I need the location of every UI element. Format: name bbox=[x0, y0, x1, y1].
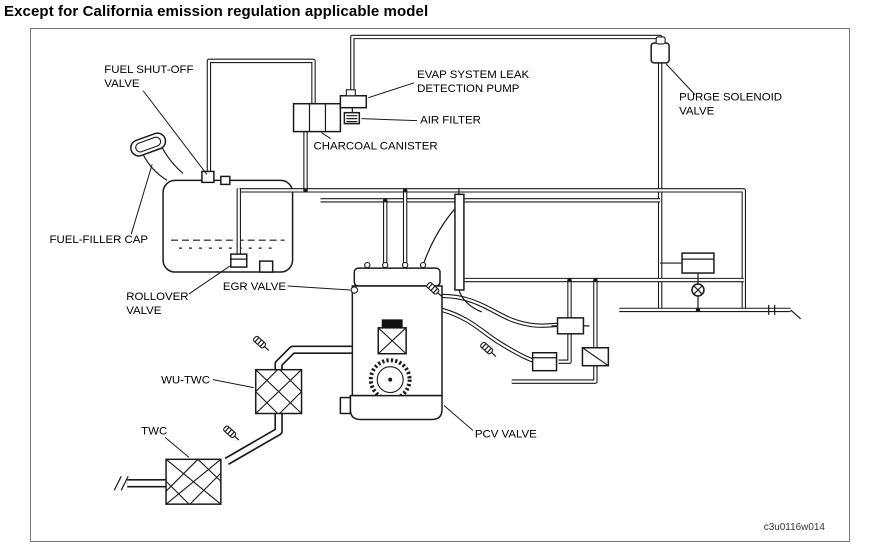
exhaust-lines bbox=[113, 345, 353, 491]
small-hoses bbox=[351, 107, 801, 327]
air-filter-part bbox=[343, 111, 361, 125]
fuel-shut-off-valve-part bbox=[201, 170, 215, 184]
label-evap-pump: EVAP SYSTEM LEAK bbox=[417, 69, 529, 81]
label-purge-solenoid: PURGE SOLENOID bbox=[679, 92, 782, 104]
purge-solenoid-valve-part bbox=[650, 36, 670, 64]
label-fuel-shut-off-valve-2: VALVE bbox=[104, 78, 140, 90]
evap-leak-detection-pump-part bbox=[339, 89, 368, 109]
fuel-tank bbox=[142, 145, 294, 273]
leader-lines bbox=[130, 63, 696, 458]
label-egr-valve: EGR VALVE bbox=[223, 281, 287, 293]
charcoal-canister-part bbox=[292, 102, 342, 133]
twc-converter bbox=[165, 458, 222, 505]
diagram-frame: FUEL SHUT-OFF VALVE EVAP SYSTEM LEAK DET… bbox=[30, 28, 850, 542]
label-air-filter: AIR FILTER bbox=[420, 115, 481, 127]
label-pcv-valve: PCV VALVE bbox=[475, 428, 537, 440]
label-rollover-valve: ROLLOVER bbox=[126, 291, 188, 303]
label-charcoal-canister: CHARCOAL CANISTER bbox=[313, 141, 437, 153]
label-fuel-shut-off-valve: FUEL SHUT-OFF bbox=[104, 64, 193, 76]
label-rollover-valve-2: VALVE bbox=[126, 305, 162, 317]
label-wu-twc: WU-TWC bbox=[161, 375, 210, 387]
wu-twc-converter bbox=[254, 368, 303, 415]
right-solenoid-cluster bbox=[531, 252, 715, 372]
figure-code: c3u0116w014 bbox=[764, 522, 826, 533]
diagram-labels: FUEL SHUT-OFF VALVE EVAP SYSTEM LEAK DET… bbox=[50, 64, 826, 533]
fuel-filler-cap-part bbox=[130, 132, 167, 157]
engine bbox=[339, 261, 443, 421]
label-purge-solenoid-2: VALVE bbox=[679, 106, 715, 118]
junction-dots bbox=[303, 188, 701, 313]
label-twc: TWC bbox=[141, 425, 167, 437]
egr-valve-fitting bbox=[350, 286, 359, 294]
vertical-vacuum-tube bbox=[454, 193, 465, 291]
rollover-valve-part bbox=[230, 253, 274, 273]
label-evap-pump-2: DETECTION PUMP bbox=[417, 83, 520, 95]
label-fuel-filler-cap: FUEL-FILLER CAP bbox=[50, 234, 149, 246]
tank-fitting bbox=[220, 175, 231, 186]
vacuum-diagram: FUEL SHUT-OFF VALVE EVAP SYSTEM LEAK DET… bbox=[50, 34, 826, 533]
page-title: Except for California emission regulatio… bbox=[4, 3, 429, 20]
